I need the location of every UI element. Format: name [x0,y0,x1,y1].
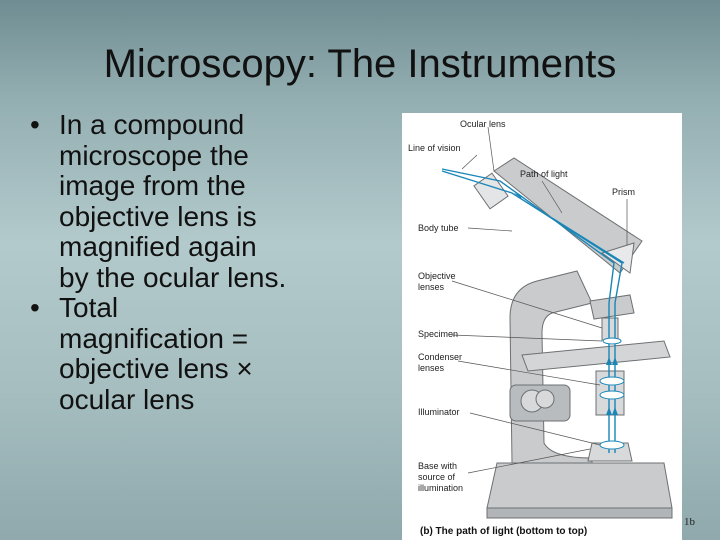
bullet-marker: • [30,292,40,323]
label-base-line2: source of [418,472,456,482]
label-objective-lenses-line2: lenses [418,282,445,292]
label-base: Base with [418,461,457,471]
bullet-marker: • [30,109,40,140]
leader-line [541,180,563,214]
microscope-illustration: Ocular lens Line of vision Path of light… [408,119,673,537]
figure-caption: (b) The path of light (bottom to top) [420,526,587,537]
bullet-line: magnified again [59,231,257,262]
fine-focus-knob [535,389,555,409]
specimen-slide [602,337,622,345]
bullet-line: image from the [59,170,246,201]
label-illuminator: Illuminator [418,407,460,417]
body-tube [493,157,643,274]
leader-line [467,227,513,232]
bullet-line: Total [59,292,119,323]
bullet-line: objective lens × [59,353,253,384]
bullet-item-total-magnification: • Total magnification = objective lens ×… [30,292,360,415]
leader-line [467,448,591,474]
leader-line [469,412,601,446]
bullet-item-compound: • In a compound microscope the image fro… [30,109,360,293]
label-specimen: Specimen [418,329,458,339]
light-arrows [514,193,618,415]
light-ray-cross [551,217,625,264]
label-condenser-lenses-line2: lenses [418,363,445,373]
label-body-tube: Body tube [418,223,459,233]
bullet-line: objective lens is [59,200,257,232]
prism [600,242,635,274]
microscope-base [486,462,673,509]
bullet-line: ocular lens [59,383,195,415]
label-path-of-light: Path of light [520,169,568,179]
leader-line [451,280,603,329]
label-ocular-lens: Ocular lens [460,119,506,129]
leader-line [461,154,478,170]
lamp-lens [599,440,625,450]
condenser-lens-lower [599,376,625,386]
label-condenser-lenses: Condenser [418,352,462,362]
arrow-icon [612,357,618,365]
leader-line [487,126,495,172]
leader-lines [451,126,628,474]
bullet-line: magnification = [59,322,249,354]
bullet-line: In a compound [59,109,245,140]
microscope-base-edge [486,507,673,519]
bullet-line: by the ocular lens. [59,261,287,293]
microscope-diagram: Ocular lens Line of vision Path of light… [402,113,682,540]
ocular-lens [473,172,509,210]
label-line-of-vision: Line of vision [408,143,461,153]
slide-title: Microscopy: The Instruments [103,42,617,86]
bullet-line: microscope the [59,139,249,171]
bullet-list: • In a compound microscope the image fro… [30,109,360,415]
label-base-line3: illumination [418,483,463,493]
arrow-icon [606,357,612,365]
arrow-icon [612,407,618,415]
arrow-icon [514,193,522,199]
leader-line [457,360,601,386]
leader-line [451,334,603,342]
arrow-icon [606,407,612,415]
nosepiece [589,294,635,320]
microscope-stage [521,340,671,372]
label-prism: Prism [612,187,635,197]
label-objective-lenses: Objective [418,271,456,281]
slide-number: 1b [684,516,695,528]
condenser-lens-upper [599,390,625,400]
